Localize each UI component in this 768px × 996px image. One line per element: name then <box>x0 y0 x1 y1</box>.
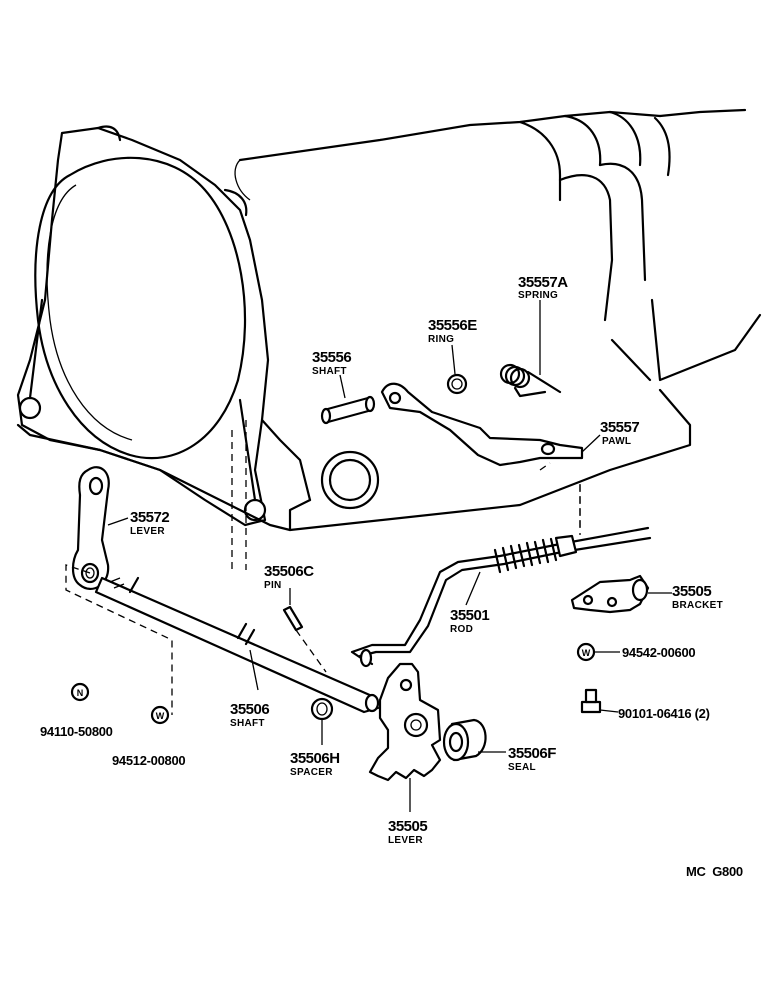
bracket-label: BRACKET <box>672 600 723 611</box>
shaft-506-label: SHAFT <box>230 718 265 729</box>
bolt-part <box>580 688 619 714</box>
bracket-number: 35505 <box>672 583 711 600</box>
shaft-556-part <box>320 374 376 425</box>
spacer-number: 35506H <box>290 750 340 767</box>
seal-part <box>442 718 506 762</box>
washer-w2-symbol: W <box>582 648 591 658</box>
ring-label: RING <box>428 334 454 345</box>
alignment-lines <box>65 420 581 715</box>
lever-505-part <box>368 662 442 812</box>
spring-number: 35557A <box>518 274 568 291</box>
transmission-case <box>16 108 762 532</box>
washer-w2-part: W <box>576 642 620 662</box>
ring-part <box>446 344 468 395</box>
washer-w1-symbol: W <box>156 711 165 721</box>
lever-505-number: 35505 <box>388 818 427 835</box>
spacer-part <box>310 697 334 745</box>
washer-w2-code: 94542-00600 <box>622 645 695 660</box>
shaft-506-number: 35506 <box>230 701 269 718</box>
spacer-label: SPACER <box>290 767 333 778</box>
nut-n-symbol: N <box>77 688 84 698</box>
lever-572-number: 35572 <box>130 509 169 526</box>
nut-n-part: N <box>70 682 90 702</box>
pawl-label: PAWL <box>602 436 631 447</box>
lever-572-label: LEVER <box>130 526 165 537</box>
nut-code: 94110-50800 <box>40 724 113 739</box>
bracket-part <box>570 574 672 614</box>
spring-label: SPRING <box>518 290 558 301</box>
washer-w1-part: W <box>150 705 170 725</box>
rod-part <box>350 526 652 668</box>
rod-number: 35501 <box>450 607 489 624</box>
part-labels: 35557A SPRING 35556E RING 35556 SHAFT 35… <box>40 274 743 879</box>
ring-number: 35556E <box>428 317 477 334</box>
spring-part <box>499 300 562 398</box>
pawl-number: 35557 <box>600 419 639 436</box>
bolt-code: 90101-06416 (2) <box>618 706 710 721</box>
seal-label: SEAL <box>508 762 536 773</box>
shaft-556-label: SHAFT <box>312 366 347 377</box>
seal-number: 35506F <box>508 745 556 762</box>
lever-572-part <box>71 466 129 590</box>
lever-505-label: LEVER <box>388 835 423 846</box>
pawl-part <box>380 382 601 467</box>
pin-label: PIN <box>264 580 282 591</box>
pin-number: 35506C <box>264 563 314 580</box>
rod-label: ROD <box>450 624 473 635</box>
shaft-556-number: 35556 <box>312 349 351 366</box>
washer-w1-code: 94512-00800 <box>112 753 185 768</box>
shaft-506-part <box>94 576 380 714</box>
pin-part <box>282 588 304 632</box>
diagram-code: MC G800 <box>686 864 743 879</box>
